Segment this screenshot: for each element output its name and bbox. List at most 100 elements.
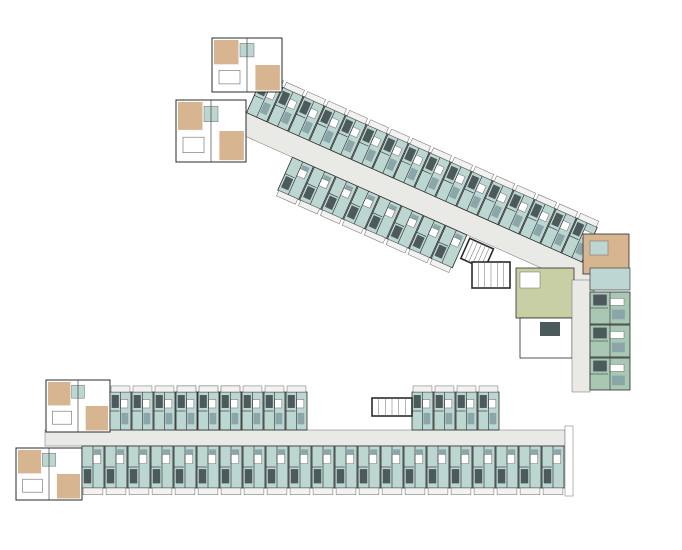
stair-tread: [464, 240, 474, 261]
bed: [207, 454, 216, 464]
apartment-unit: [429, 225, 468, 273]
apartment-unit: [495, 445, 519, 495]
partition-wall: [466, 175, 483, 211]
bathroom-block: [177, 395, 185, 408]
apartment-unit: [411, 385, 434, 431]
bathroom-block: [509, 193, 522, 209]
apartment-unit: [472, 445, 496, 495]
apartment-unit: [175, 385, 198, 431]
balcony: [82, 487, 104, 495]
partition-wall: [317, 123, 327, 128]
bathroom-block: [446, 165, 459, 181]
partition-wall: [296, 113, 306, 119]
bathroom-block: [435, 395, 443, 408]
bed: [296, 399, 305, 409]
bathroom-block: [152, 469, 161, 484]
bed: [460, 454, 469, 464]
bathroom-block: [589, 240, 609, 256]
kitchen-block: [554, 232, 566, 247]
apartment-unit: [363, 195, 402, 244]
balcony: [556, 203, 579, 218]
partition-wall: [401, 160, 411, 166]
penthouse-unit-north: [211, 37, 283, 93]
partition-wall: [340, 119, 357, 155]
apartment-unit: [372, 128, 410, 179]
bathroom-block: [479, 395, 487, 408]
bed: [488, 399, 497, 409]
balcony: [128, 487, 150, 495]
kitchen-block: [489, 412, 497, 425]
apartment-unit: [319, 176, 358, 225]
end-wall: [564, 425, 574, 497]
bed: [184, 454, 193, 464]
partition-wall: [375, 200, 391, 234]
balcony: [472, 166, 495, 181]
living-room: [178, 102, 203, 130]
wing-corner: [582, 233, 630, 275]
dining-table: [218, 70, 241, 85]
partition-wall: [397, 210, 413, 244]
partition-wall: [527, 216, 537, 222]
kitchen-block: [512, 214, 524, 228]
partition-wall: [506, 207, 516, 212]
balcony: [319, 209, 342, 225]
balcony: [412, 385, 433, 393]
balcony: [514, 184, 537, 200]
bed: [230, 399, 239, 409]
bathroom-block: [451, 469, 460, 484]
apartment-unit: [341, 185, 380, 234]
partition-wall: [328, 192, 339, 198]
apartment-unit: [477, 385, 500, 431]
bathroom-block: [324, 195, 338, 210]
apartment-unit: [435, 156, 474, 207]
bedroom: [255, 65, 280, 91]
apartment-unit: [498, 184, 537, 235]
balcony: [132, 385, 153, 393]
bathroom-block: [368, 215, 381, 230]
apartment-unit: [519, 194, 558, 244]
balcony: [429, 258, 452, 273]
apartment-unit: [334, 445, 358, 495]
bathroom-block: [593, 360, 607, 372]
partition-wall: [487, 185, 504, 221]
bed: [444, 399, 453, 409]
balcony: [407, 248, 430, 264]
dining-table: [52, 410, 72, 425]
bathroom-block: [457, 395, 465, 408]
apartment-unit: [414, 147, 452, 198]
apartment-unit: [589, 357, 631, 391]
apartment-unit: [357, 445, 381, 495]
apartment-unit: [265, 445, 289, 495]
balcony: [434, 385, 455, 393]
kitchen-block: [301, 120, 314, 135]
bed: [609, 364, 625, 372]
balcony: [110, 385, 131, 393]
bathroom-block: [428, 469, 437, 484]
balcony: [385, 239, 408, 254]
bathroom-block: [390, 224, 403, 240]
apartment-unit: [153, 385, 176, 431]
partition-wall: [350, 202, 361, 208]
bedroom: [85, 406, 109, 431]
apartment-unit: [276, 156, 314, 205]
bathroom-block: [520, 469, 529, 484]
bed: [276, 454, 285, 464]
balcony: [451, 156, 474, 172]
apartment-unit: [242, 445, 266, 495]
bed: [529, 454, 538, 464]
balcony: [304, 91, 326, 106]
partition-wall: [443, 179, 453, 184]
apartment-unit: [263, 385, 286, 431]
bed: [115, 454, 124, 464]
bed: [208, 399, 217, 409]
balcony: [577, 212, 600, 228]
bathroom-block: [265, 395, 273, 408]
diagonal-wing-body: [228, 72, 604, 292]
apartment-unit: [455, 385, 478, 431]
bathroom-block: [320, 109, 333, 125]
kitchen-block: [187, 412, 195, 425]
apartment-unit: [540, 203, 579, 254]
bathroom-block: [434, 244, 447, 259]
bathroom-block: [413, 395, 421, 408]
apartment-unit: [241, 385, 264, 431]
